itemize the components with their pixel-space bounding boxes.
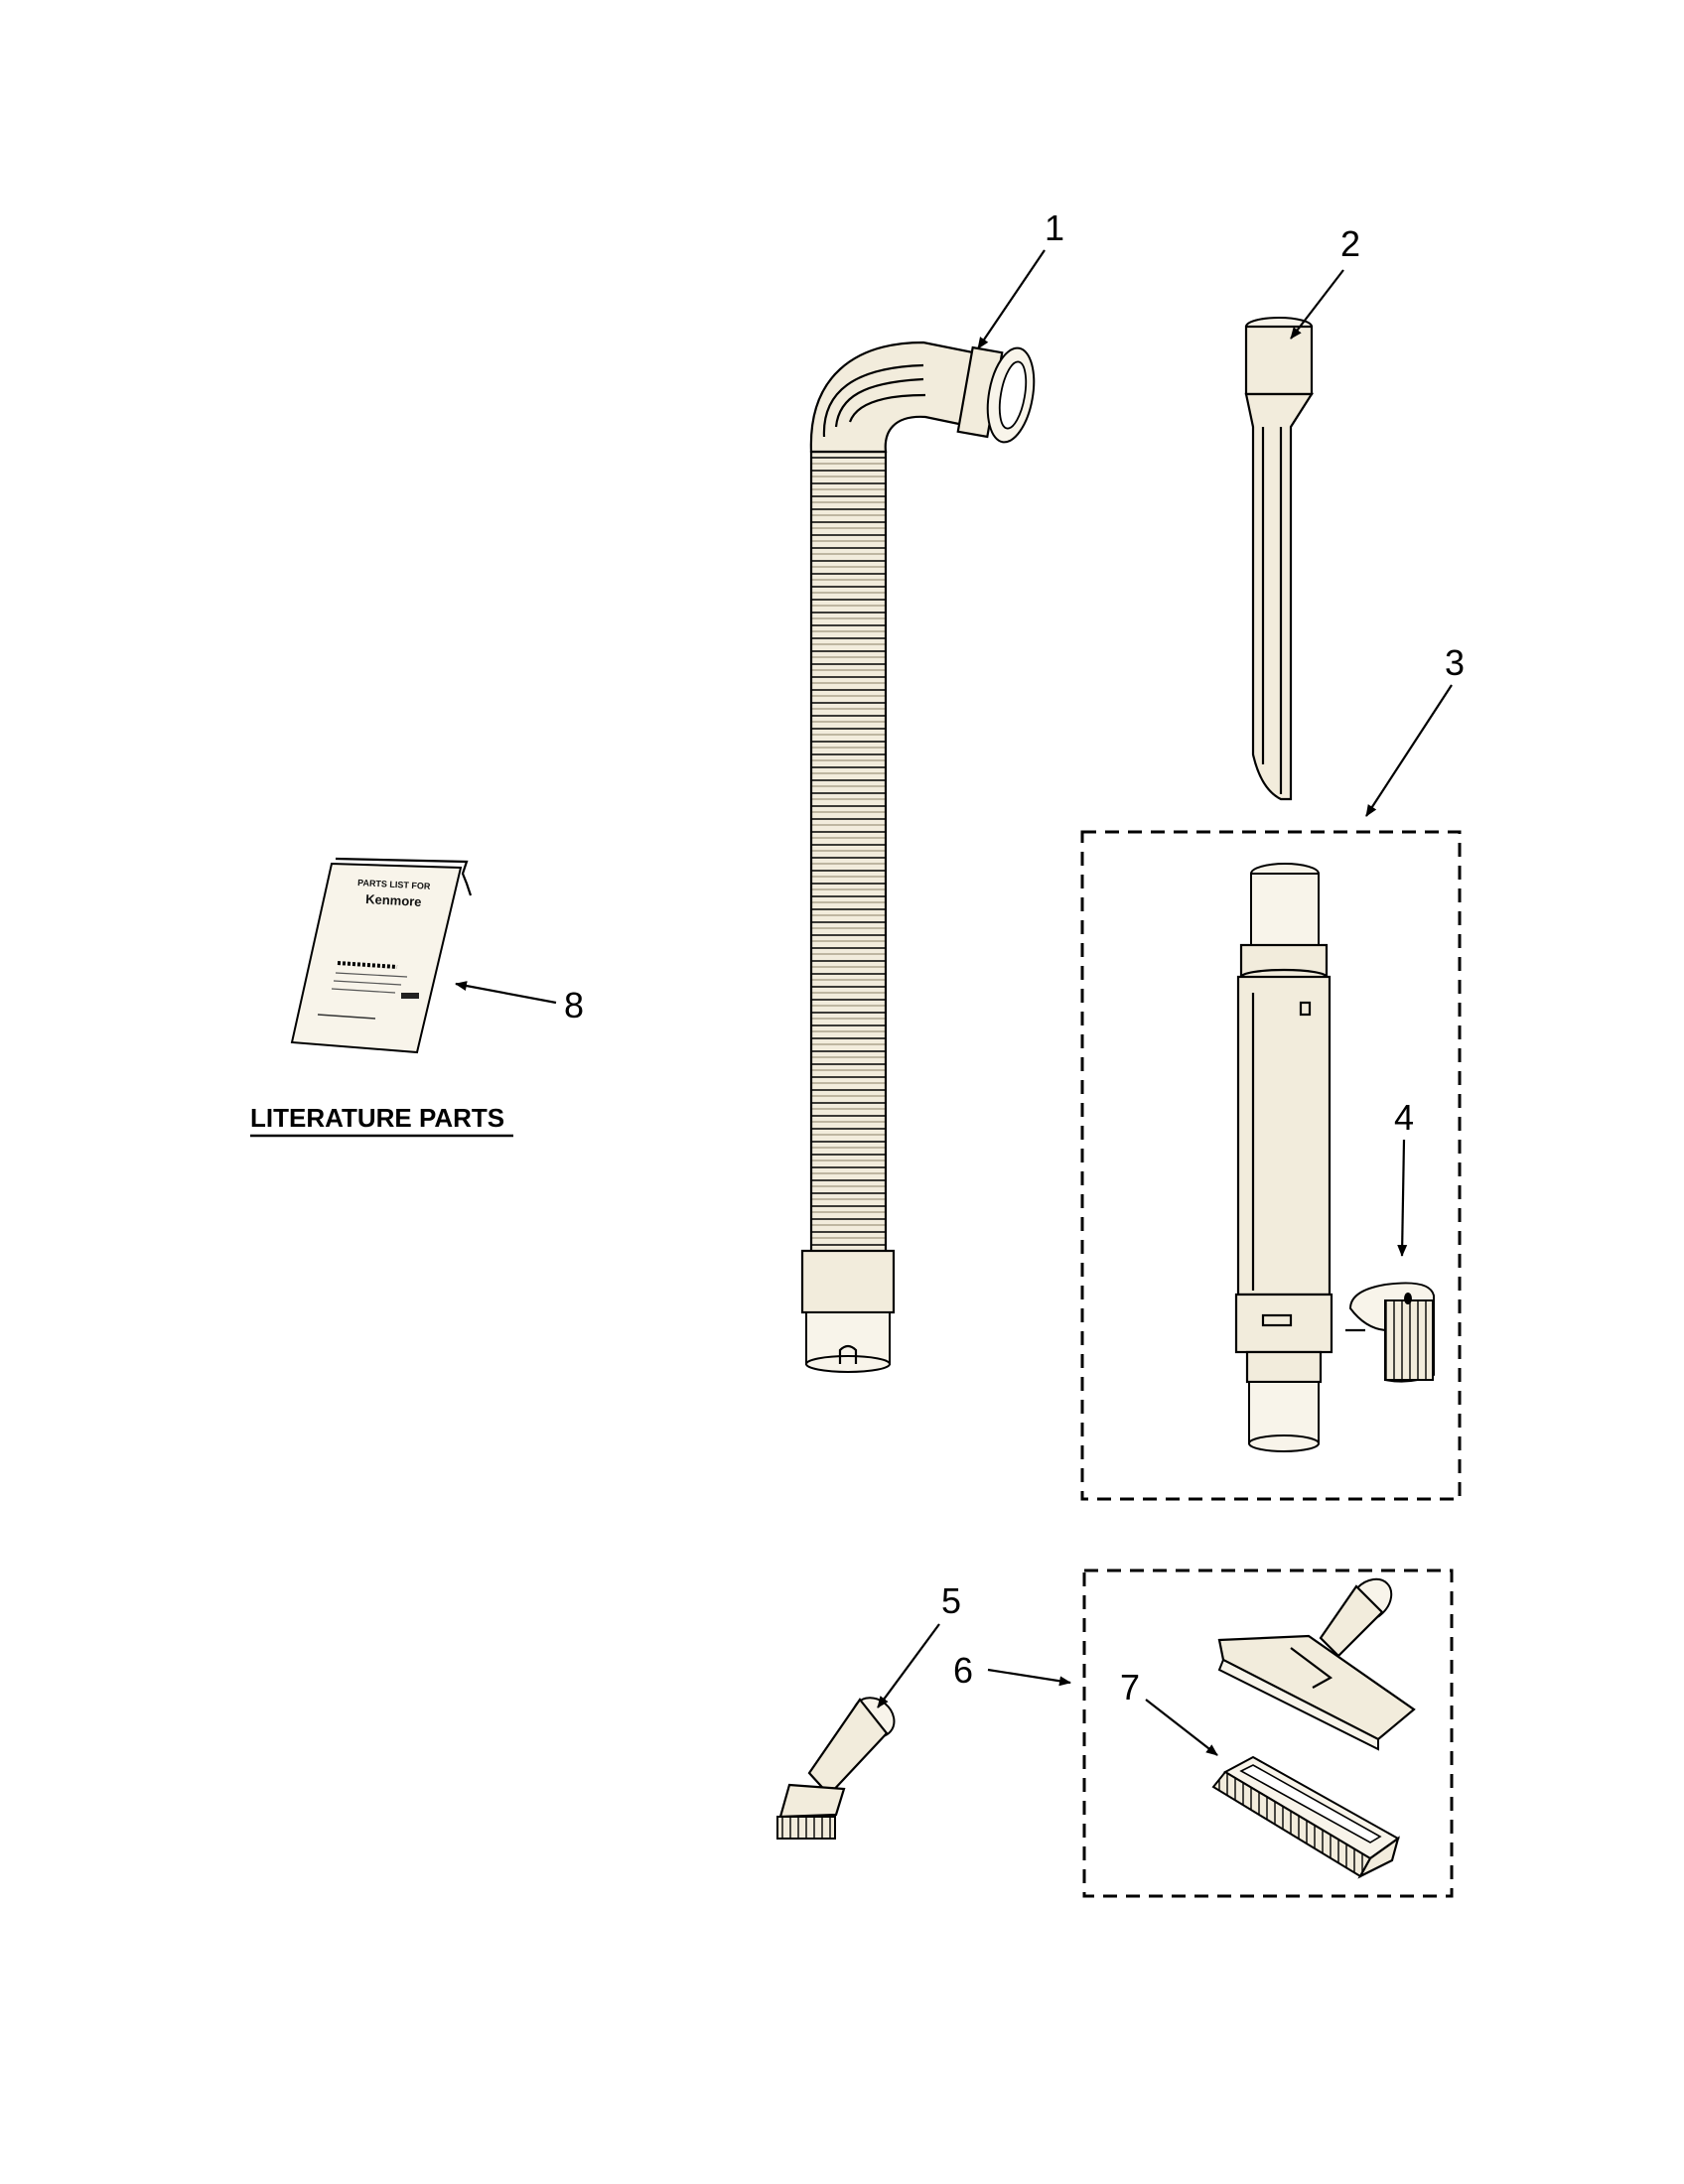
part-3-wand	[1234, 863, 1333, 1452]
part-1-hose	[800, 341, 1036, 1373]
callout-leaders	[455, 249, 1453, 1756]
part-3-group-box	[1080, 830, 1462, 1501]
part-8-parts-list-booklet: PARTS LIST FOR Kenmore	[290, 857, 473, 1054]
part-4-clip	[1345, 1282, 1435, 1383]
callout-7: 7	[1120, 1667, 1140, 1707]
booklet-brand: Kenmore	[365, 891, 422, 909]
leader-5	[877, 1623, 940, 1708]
leader-4	[1397, 1139, 1408, 1257]
leader-6	[987, 1668, 1071, 1687]
callout-numbers: 1 2 3 4 5 6 7 8	[564, 207, 1465, 1707]
leader-1	[977, 249, 1046, 349]
part-6-floor-tool	[1217, 1577, 1416, 1751]
part-6-group-box	[1082, 1569, 1454, 1898]
callout-1: 1	[1045, 207, 1064, 248]
leader-7	[1145, 1699, 1218, 1756]
part-2-crevice-tool	[1244, 317, 1315, 801]
booklet-title: PARTS LIST FOR	[357, 878, 431, 891]
callout-6: 6	[953, 1650, 973, 1691]
part-7-upholstery-brush	[1211, 1755, 1400, 1879]
callout-4: 4	[1394, 1097, 1414, 1138]
callout-8: 8	[564, 985, 584, 1025]
part-5-dusting-brush	[776, 1697, 896, 1840]
callout-5: 5	[941, 1580, 961, 1621]
callout-3: 3	[1445, 642, 1465, 683]
leader-2	[1290, 269, 1344, 340]
literature-parts-title: LITERATURE PARTS	[250, 1103, 504, 1133]
leader-8	[455, 981, 557, 1005]
callout-2: 2	[1340, 223, 1360, 264]
leader-3	[1365, 684, 1453, 817]
